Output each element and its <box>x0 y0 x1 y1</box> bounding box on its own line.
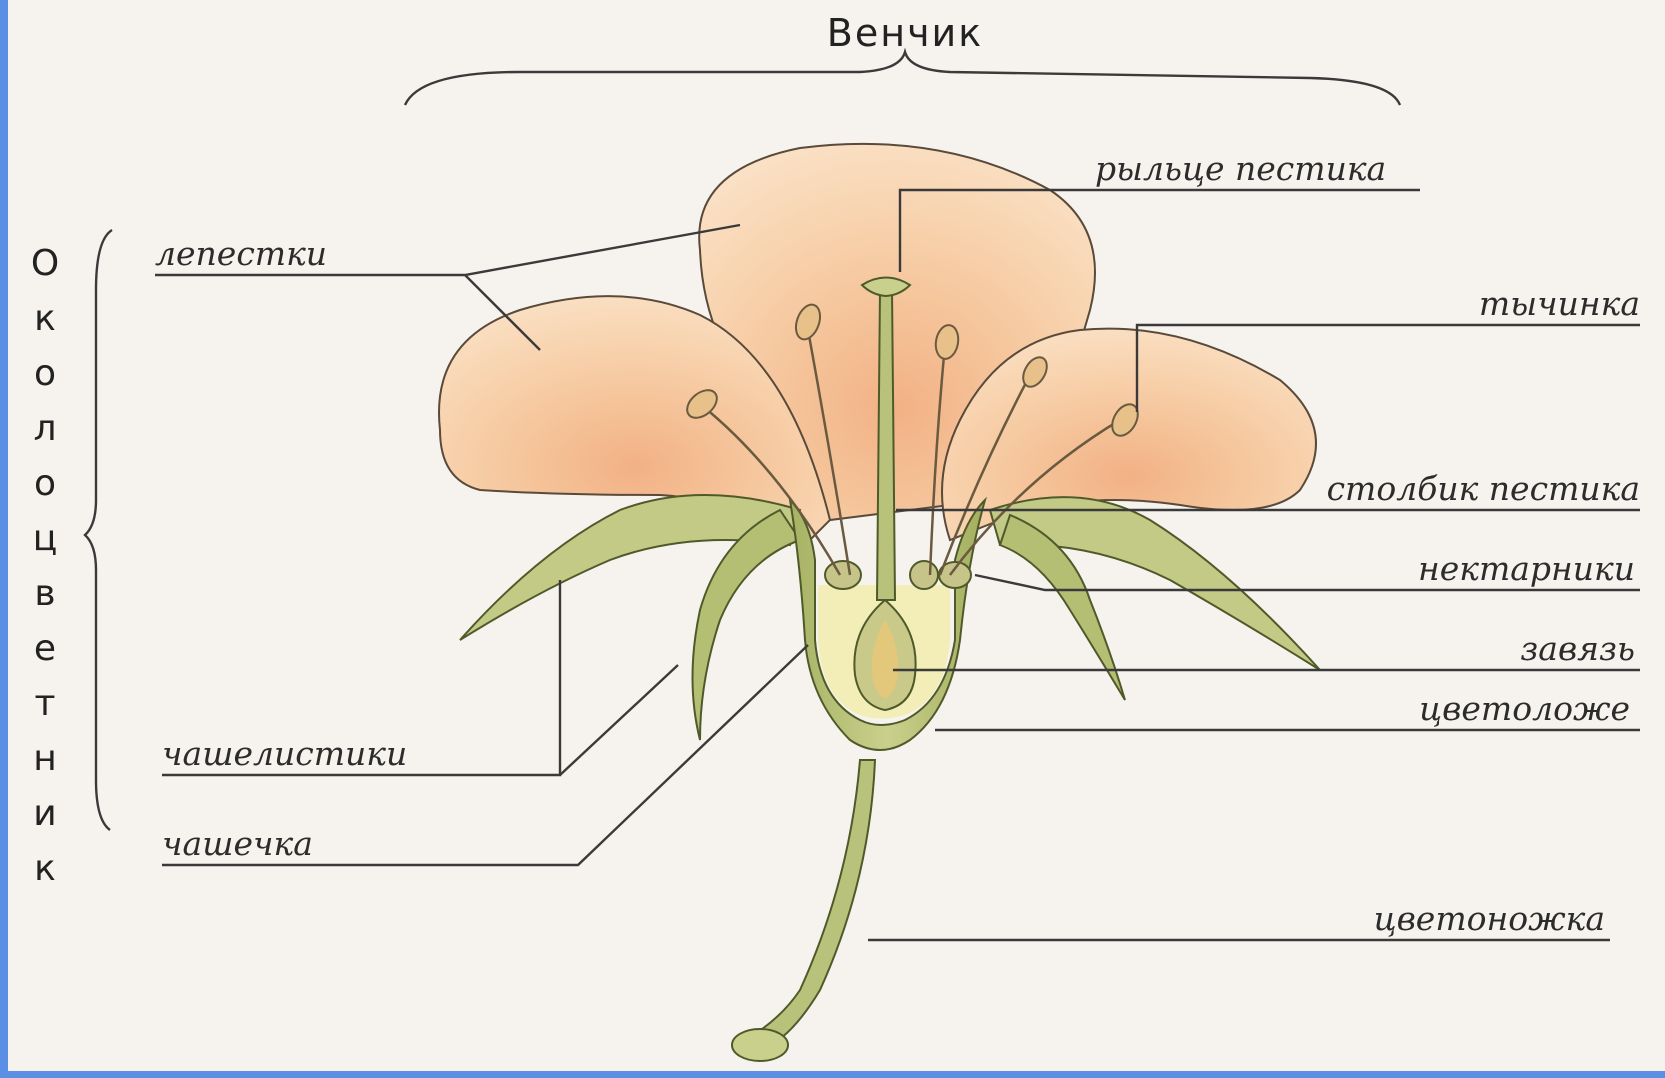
label-stamen: тычинка <box>1479 284 1640 323</box>
perianth-brace <box>85 230 112 830</box>
perianth-side-label: О к о л о ц в е т н и к <box>31 243 59 889</box>
label-receptacle: цветоложе <box>1419 689 1630 728</box>
sepal-right <box>990 497 1320 670</box>
label-style: столбик пестика <box>1327 469 1640 508</box>
svg-text:е: е <box>34 628 56 669</box>
svg-text:к: к <box>34 298 56 339</box>
label-petals: лепестки <box>155 234 327 273</box>
label-stigma: рыльце пестика <box>1095 149 1386 188</box>
svg-text:и: и <box>33 793 56 834</box>
svg-text:ц: ц <box>33 518 58 559</box>
svg-text:л: л <box>33 408 56 449</box>
svg-text:к: к <box>34 848 56 889</box>
svg-text:О: О <box>31 243 59 284</box>
pedicel-stem <box>744 760 875 1053</box>
label-nectaries: нектарники <box>1418 549 1635 588</box>
nectaries-shapes <box>825 561 971 589</box>
svg-text:о: о <box>34 463 56 504</box>
pedicel-end <box>732 1029 788 1061</box>
svg-text:н: н <box>33 738 57 779</box>
corolla-brace <box>405 52 1400 105</box>
label-pedicel: цветоножка <box>1374 899 1605 938</box>
label-ovary: завязь <box>1520 629 1635 668</box>
label-sepals: чашелистики <box>162 734 407 773</box>
svg-text:о: о <box>34 353 56 394</box>
pistil-style <box>877 290 895 600</box>
svg-text:в: в <box>34 573 55 614</box>
svg-text:т: т <box>35 683 56 724</box>
label-calyx: чашечка <box>162 824 313 863</box>
